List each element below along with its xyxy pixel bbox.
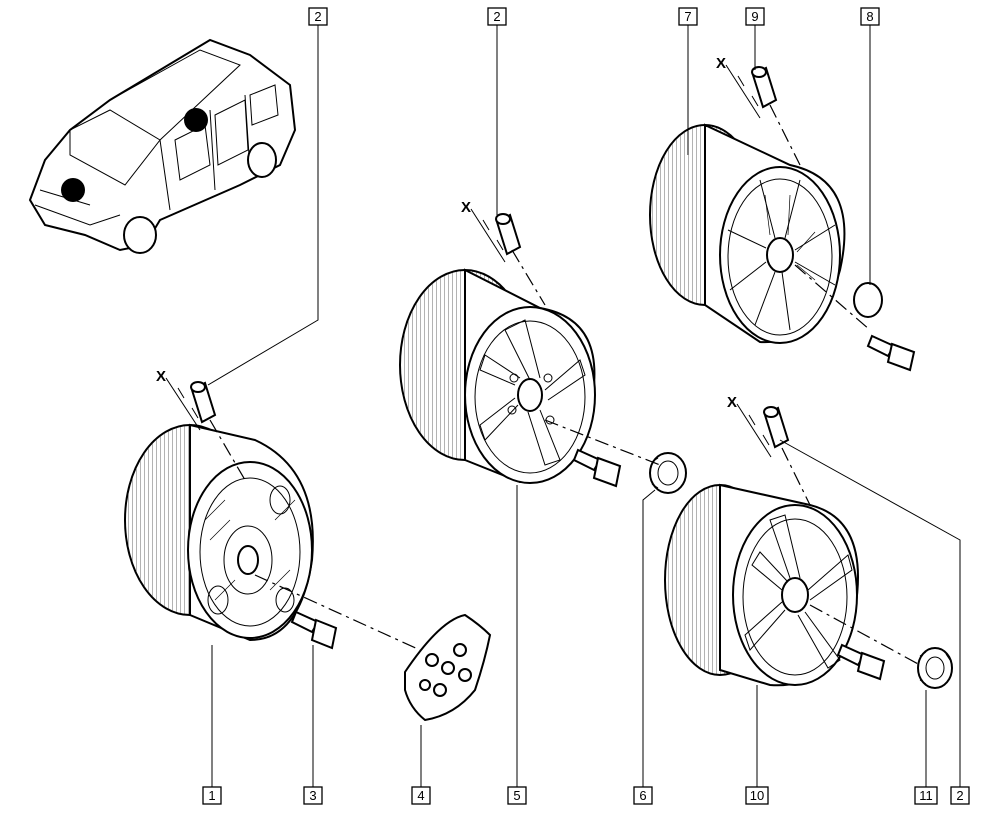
center-cap-6 <box>649 452 687 494</box>
callout-10: 10 <box>745 786 769 805</box>
callout-11: 11 <box>914 786 938 805</box>
svg-text:10: 10 <box>750 788 764 803</box>
callout-3: 3 <box>303 786 323 805</box>
callout-4: 4 <box>411 786 431 805</box>
svg-text:X: X <box>727 394 737 411</box>
center-cap-11 <box>917 647 953 689</box>
assembly-axis-lines <box>209 104 921 666</box>
svg-text:X: X <box>461 199 471 216</box>
callout-9: 9 <box>745 7 765 26</box>
svg-text:7: 7 <box>684 9 691 24</box>
svg-text:1: 1 <box>208 788 215 803</box>
svg-text:3: 3 <box>309 788 316 803</box>
alloy-wheel-10 <box>664 483 859 687</box>
x-dimension-4: X <box>727 394 772 458</box>
alloy-wheel-7 <box>649 123 846 344</box>
valve-stem-10 <box>763 406 790 449</box>
valve-stem-9 <box>751 66 778 109</box>
callout-2-bottom-right: 2 <box>950 786 970 805</box>
svg-text:11: 11 <box>919 788 933 803</box>
front-wheel-marker <box>61 178 85 202</box>
hub-cap-4 <box>404 613 492 722</box>
svg-text:5: 5 <box>513 788 520 803</box>
leader-lines <box>207 24 961 787</box>
rear-wheel-marker <box>184 108 208 132</box>
wheel-bolt-3 <box>290 610 338 650</box>
svg-text:2: 2 <box>493 9 500 24</box>
wheel-bolt-7 <box>866 334 916 372</box>
x-dimension-3: X <box>716 55 761 119</box>
svg-text:2: 2 <box>314 9 321 24</box>
wheel-bolt-10 <box>836 643 886 681</box>
svg-text:X: X <box>716 55 726 72</box>
svg-text:X: X <box>156 368 166 385</box>
wheel-bolt-5 <box>572 448 622 488</box>
steel-wheel <box>124 423 314 642</box>
x-dimension-1: X <box>156 368 201 431</box>
callout-7: 7 <box>678 7 698 26</box>
svg-text:6: 6 <box>639 788 646 803</box>
svg-text:4: 4 <box>417 788 424 803</box>
valve-stem-5 <box>495 213 522 256</box>
svg-text:9: 9 <box>751 9 758 24</box>
vehicle-illustration <box>28 38 297 254</box>
callout-2-top-left: 2 <box>308 7 328 26</box>
callout-6: 6 <box>633 786 653 805</box>
callout-8: 8 <box>860 7 880 26</box>
callout-5: 5 <box>507 786 527 805</box>
x-dimension-2: X <box>461 199 506 263</box>
alloy-wheel-5 <box>399 268 596 484</box>
svg-text:2: 2 <box>956 788 963 803</box>
svg-text:8: 8 <box>866 9 873 24</box>
callout-1: 1 <box>202 786 222 805</box>
callout-2-top-center: 2 <box>487 7 507 26</box>
valve-stem-1 <box>190 381 217 424</box>
cover-cap-8 <box>853 282 883 318</box>
